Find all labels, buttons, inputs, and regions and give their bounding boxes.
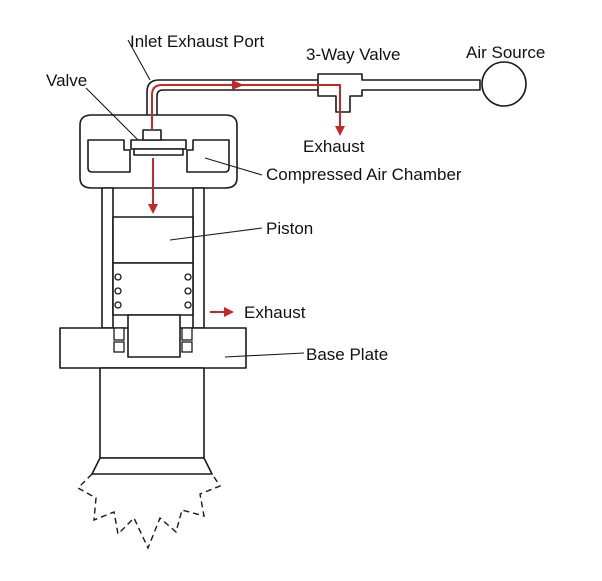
valve-seat <box>130 139 187 150</box>
seal-ring <box>184 287 192 295</box>
label-piston: Piston <box>266 219 314 238</box>
tool-flange <box>91 457 213 475</box>
seal-ring <box>184 301 192 309</box>
leader-valve <box>85 87 139 141</box>
air-source-tank <box>481 61 527 107</box>
leader-piston <box>169 227 263 241</box>
label-valve: Valve <box>46 71 88 90</box>
seal-ring <box>114 301 122 309</box>
leader-chamber <box>204 157 263 176</box>
seal-ring <box>114 273 122 281</box>
air-chamber-left <box>87 139 131 173</box>
flow-path-inlet <box>151 84 341 130</box>
label-compressed-air-chamber: Compressed Air Chamber <box>266 165 462 184</box>
leader-base-plate <box>224 352 305 358</box>
label-base-plate: Base Plate <box>306 345 389 364</box>
seal-block <box>113 327 125 341</box>
valve-disc <box>133 148 184 156</box>
leader-inlet-port <box>127 39 151 81</box>
flow-arrow-inlet <box>232 80 244 90</box>
three-way-valve <box>317 73 481 113</box>
piston-rod-upper <box>112 262 194 316</box>
seal-block <box>181 341 193 353</box>
seal-ring <box>114 287 122 295</box>
tool-housing <box>99 367 205 459</box>
supply-pipe <box>146 79 318 130</box>
flow-arrow-exhaust-top <box>335 126 345 136</box>
seal-ring <box>184 273 192 281</box>
label-air-source: Air Source <box>466 43 546 62</box>
label-inlet-exhaust-port: Inlet Exhaust Port <box>130 32 265 51</box>
valve-stem <box>142 129 162 141</box>
cylinder-wall-left <box>101 187 114 329</box>
label-three-way-valve: 3-Way Valve <box>306 45 401 64</box>
label-exhaust-top: Exhaust <box>303 137 365 156</box>
flow-arrow-side <box>224 307 234 317</box>
impact-zone <box>76 473 222 550</box>
piston-rod <box>127 314 181 358</box>
flow-arrow-down <box>148 204 158 214</box>
piston <box>112 216 194 264</box>
air-chamber-right <box>186 139 230 173</box>
seal-block <box>181 327 193 341</box>
cylinder-wall-right <box>192 187 205 329</box>
seal-block <box>113 341 125 353</box>
label-exhaust-side: Exhaust <box>244 303 306 322</box>
